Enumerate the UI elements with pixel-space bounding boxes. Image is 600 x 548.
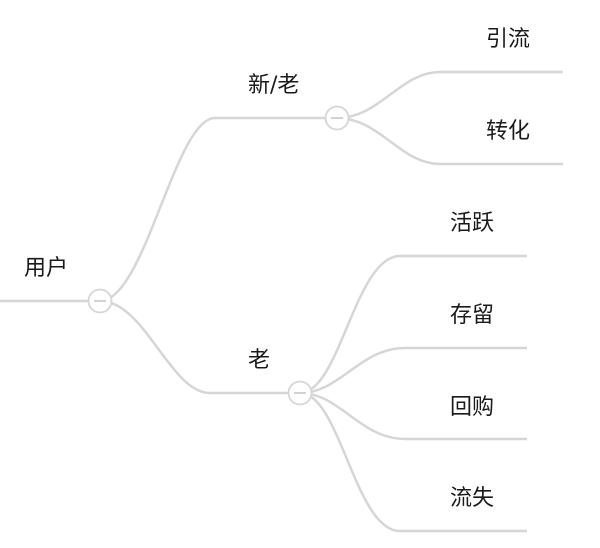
mindmap-labels: 用户 新/老 老 引流 转化 活跃 存留 回购 流失: [24, 27, 530, 511]
edge-new-old-to-zhuanhua: [336, 116, 563, 166]
node-liushi-label[interactable]: 流失: [450, 486, 494, 511]
edge-old-to-huigou: [299, 391, 527, 441]
node-root-label[interactable]: 用户: [24, 256, 68, 281]
collapse-toggle-old[interactable]: [287, 380, 313, 406]
edge-old-to-cunliu: [299, 346, 527, 395]
edge-old-to-liushi: [299, 391, 527, 533]
node-yinliu-label[interactable]: 引流: [486, 27, 530, 52]
node-huoyue-label[interactable]: 活跃: [450, 211, 494, 236]
node-old-label[interactable]: 老: [248, 348, 270, 373]
mindmap-edges: [0, 70, 563, 533]
node-new-old-label[interactable]: 新/老: [248, 73, 299, 98]
node-zhuanhua-label[interactable]: 转化: [486, 119, 530, 144]
edge-root-to-new-old: [99, 116, 337, 303]
edge-root-to-old: [99, 299, 300, 395]
node-huigou-label[interactable]: 回购: [450, 395, 494, 420]
edge-new-old-to-yinliu: [336, 70, 563, 120]
collapse-toggle-new-old[interactable]: [324, 105, 350, 131]
collapse-toggle-root[interactable]: [87, 288, 113, 314]
node-cunliu-label[interactable]: 存留: [450, 303, 494, 328]
edge-old-to-huoyue: [299, 254, 527, 395]
